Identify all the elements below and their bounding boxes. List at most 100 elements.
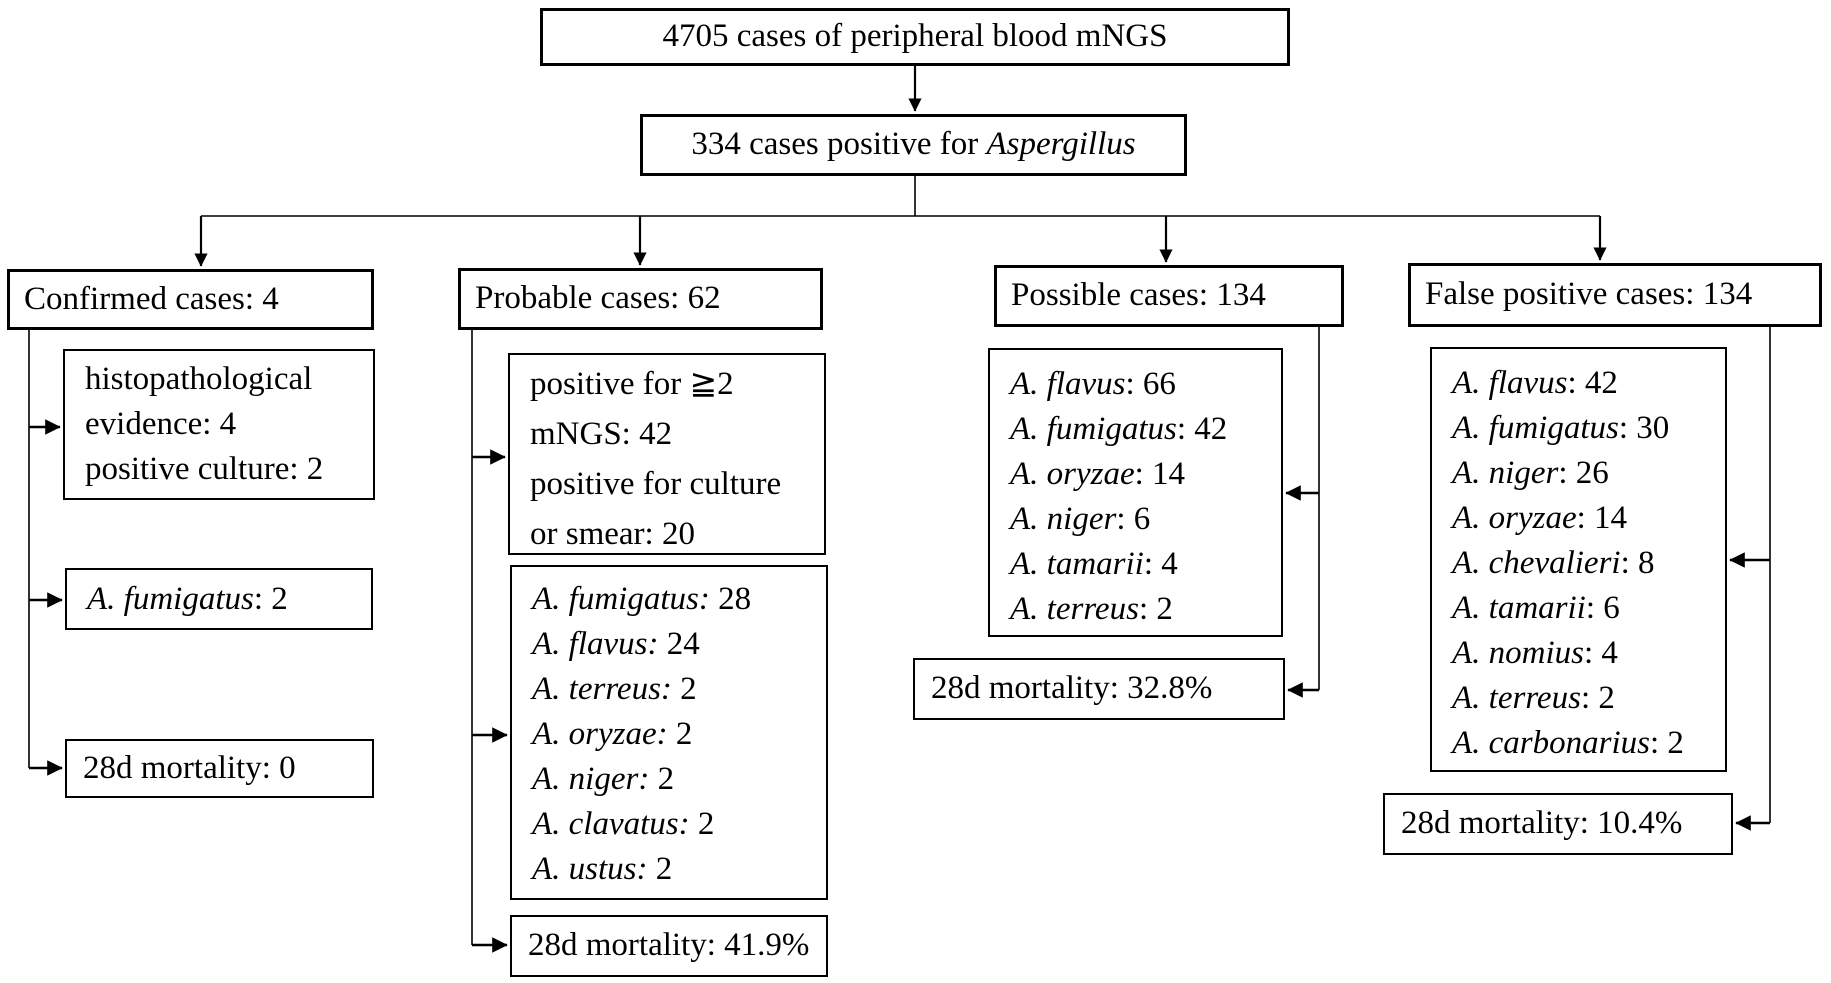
species-count: 28	[709, 581, 752, 617]
species-name: A. fumigatus	[87, 580, 254, 617]
confirmed-header-label: Confirmed cases: 4	[24, 280, 279, 317]
species-count: : 4	[1584, 635, 1618, 671]
species-name: A. chevalieri	[1452, 545, 1621, 581]
species-count-line: A. fumigatus: 2	[87, 577, 288, 622]
species-count-line: A. tamarii: 4	[1010, 542, 1281, 587]
mortality-label: 28d mortality: 41.9%	[528, 927, 810, 964]
species-count: 2	[671, 671, 697, 707]
box-probable-mortality: 28d mortality: 41.9%	[510, 915, 828, 977]
species-count: 2	[667, 716, 693, 752]
species-count-line: A. fumigatus: 30	[1452, 406, 1725, 451]
box-possible-species: A. flavus: 66 A. fumigatus: 42 A. oryzae…	[988, 348, 1283, 637]
species-count: : 26	[1558, 455, 1609, 491]
evidence-line: positive for culture	[530, 466, 782, 502]
species-name: A. fumigatus:	[532, 581, 710, 617]
species-count-line: A. ustus: 2	[532, 847, 826, 892]
species-name: A. carbonarius	[1452, 725, 1650, 761]
species-count-line: A. niger: 26	[1452, 451, 1725, 496]
species-name: A. clavatus:	[532, 806, 690, 842]
species-name: A. nomius	[1452, 635, 1584, 671]
mortality-label: 28d mortality: 32.8%	[931, 670, 1213, 707]
species-count-line: A. chevalieri: 8	[1452, 541, 1725, 586]
species-count: : 30	[1618, 410, 1670, 446]
species-count-line: A. oryzae: 14	[1452, 496, 1725, 541]
box-false-positive-mortality: 28d mortality: 10.4%	[1383, 793, 1733, 855]
evidence-line: histopathological	[85, 361, 313, 397]
species-count-line: A. terreus: 2	[532, 667, 826, 712]
species-name: A. terreus	[1452, 680, 1581, 716]
species-count: 2	[689, 806, 715, 842]
evidence-line: positive for ≧2	[530, 366, 734, 402]
species-count: 2	[647, 851, 673, 887]
species-name: A. ustus:	[532, 851, 648, 887]
species-name: A. tamarii	[1010, 546, 1144, 582]
species-count-line: A. flavus: 24	[532, 622, 826, 667]
positive-cases-prefix: 334 cases positive for	[691, 126, 987, 163]
species-count-line: A. tamarii: 6	[1452, 586, 1725, 631]
species-count-line: A. oryzae: 14	[1010, 452, 1281, 497]
species-count: : 2	[1138, 591, 1173, 627]
false-positive-header-label: False positive cases: 134	[1425, 276, 1753, 313]
species-count: : 2	[253, 580, 288, 617]
species-count: 24	[658, 626, 700, 662]
species-count-line: A. niger: 2	[532, 757, 826, 802]
species-name: A. oryzae	[1452, 500, 1577, 536]
species-name: A. niger	[1452, 455, 1559, 491]
species-name: A. terreus:	[532, 671, 672, 707]
evidence-line: mNGS: 42	[530, 416, 673, 452]
species-count: : 14	[1576, 500, 1628, 536]
species-count-line: A. fumigatus: 42	[1010, 407, 1281, 452]
possible-header-label: Possible cases: 134	[1011, 277, 1266, 314]
species-name: A. oryzae	[1010, 456, 1135, 492]
positive-cases-label: 334 cases positive for Aspergillus	[691, 125, 1135, 165]
evidence-line: positive culture: 2	[85, 451, 324, 487]
species-count: : 14	[1134, 456, 1186, 492]
species-count: 2	[649, 761, 675, 797]
species-name: A. niger:	[532, 761, 650, 797]
species-name: A. tamarii	[1452, 590, 1586, 626]
evidence-line: evidence: 4	[85, 406, 237, 442]
species-name: A. terreus	[1010, 591, 1139, 627]
box-confirmed-species: A. fumigatus: 2	[65, 568, 373, 630]
species-count: : 2	[1650, 725, 1684, 761]
species-count-line: A. carbonarius: 2	[1452, 721, 1725, 766]
box-positive-cases: 334 cases positive for Aspergillus	[640, 114, 1187, 176]
species-name: A. oryzae:	[532, 716, 668, 752]
species-count-line: A. clavatus: 2	[532, 802, 826, 847]
species-name: A. fumigatus	[1010, 411, 1177, 447]
species-name: A. flavus	[1010, 366, 1126, 402]
box-probable-species: A. fumigatus: 28 A. flavus: 24 A. terreu…	[510, 565, 828, 900]
species-count: : 66	[1125, 366, 1176, 402]
species-count-line: A. flavus: 42	[1452, 361, 1725, 406]
species-count: : 6	[1116, 501, 1151, 537]
box-confirmed-header: Confirmed cases: 4	[7, 269, 374, 330]
species-name: A. niger	[1010, 501, 1117, 537]
species-name: A. fumigatus	[1452, 410, 1619, 446]
species-count-line: A. niger: 6	[1010, 497, 1281, 542]
box-total-cases: 4705 cases of peripheral blood mNGS	[540, 8, 1290, 66]
box-probable-header: Probable cases: 62	[458, 268, 823, 330]
species-count-line: A. terreus: 2	[1010, 587, 1281, 632]
species-count: : 4	[1143, 546, 1178, 582]
box-probable-evidence: positive for ≧2 mNGS: 42 positive for cu…	[508, 353, 826, 555]
box-confirmed-evidence: histopathological evidence: 4 positive c…	[63, 349, 375, 500]
box-false-positive-species: A. flavus: 42 A. fumigatus: 30 A. niger:…	[1430, 347, 1727, 772]
probable-header-label: Probable cases: 62	[475, 280, 721, 317]
species-count-line: A. fumigatus: 28	[532, 577, 826, 622]
species-count: : 42	[1567, 365, 1618, 401]
box-confirmed-mortality: 28d mortality: 0	[65, 739, 374, 798]
total-cases-label: 4705 cases of peripheral blood mNGS	[662, 18, 1168, 55]
box-false-positive-header: False positive cases: 134	[1408, 263, 1822, 327]
species-count-line: A. oryzae: 2	[532, 712, 826, 757]
species-name: A. flavus:	[532, 626, 659, 662]
species-count: : 42	[1176, 411, 1228, 447]
species-count-line: A. terreus: 2	[1452, 676, 1725, 721]
box-possible-mortality: 28d mortality: 32.8%	[913, 658, 1285, 720]
species-count: : 2	[1580, 680, 1615, 716]
species-count: : 8	[1620, 545, 1655, 581]
positive-cases-genus: Aspergillus	[986, 126, 1136, 163]
species-count-line: A. nomius: 4	[1452, 631, 1725, 676]
species-name: A. flavus	[1452, 365, 1568, 401]
